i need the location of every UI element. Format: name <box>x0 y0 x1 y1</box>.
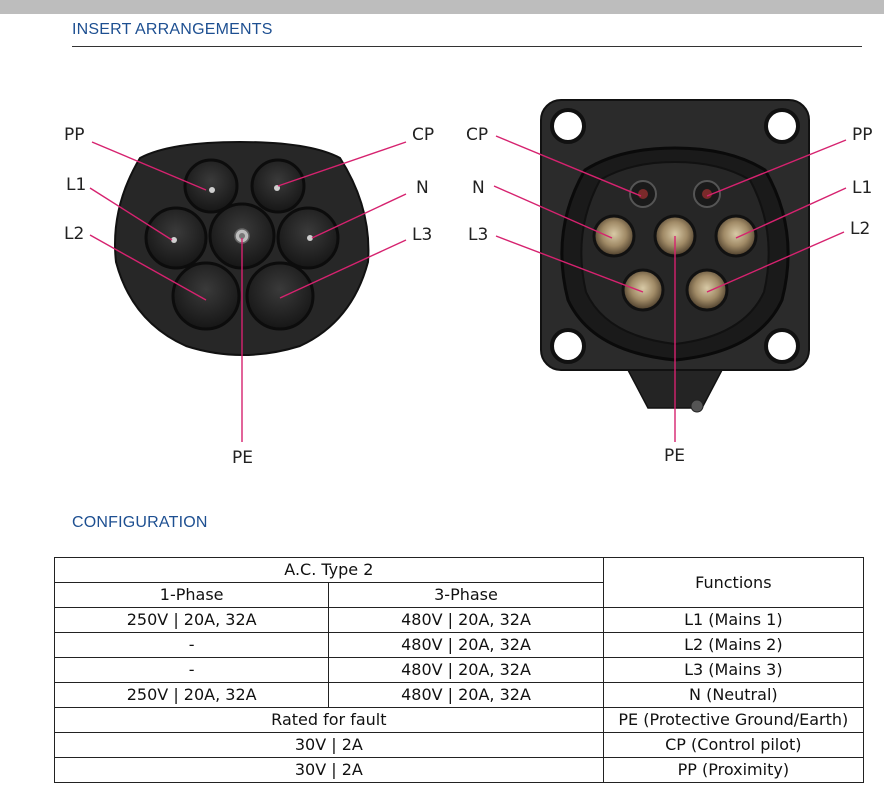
cell-function: L2 (Mains 2) <box>602 632 865 658</box>
cell-1-phase: 250V | 20A, 32A <box>53 682 330 708</box>
header-functions: Functions <box>602 557 865 608</box>
table-row: 30V | 2A PP (Proximity) <box>54 757 865 783</box>
top-banner <box>0 0 884 14</box>
configuration-title: CONFIGURATION <box>72 514 208 531</box>
cell-function: PP (Proximity) <box>602 757 865 783</box>
plug-label-n: N <box>416 178 429 198</box>
header-3-phase: 3-Phase <box>328 582 604 608</box>
socket-label-l1: L1 <box>852 178 872 198</box>
cell-1-phase: - <box>53 657 330 683</box>
cell-function: L1 (Mains 1) <box>602 607 865 633</box>
cell-function: N (Neutral) <box>602 682 865 708</box>
socket-label-cp: CP <box>466 125 488 145</box>
header-ac-type2: A.C. Type 2 <box>54 557 604 583</box>
table-row: Rated for fault PE (Protective Ground/Ea… <box>54 707 865 733</box>
table-row: 250V | 20A, 32A 480V | 20A, 32A L1 (Main… <box>53 607 865 633</box>
plug-label-pp: PP <box>64 125 85 145</box>
cell-function: PE (Protective Ground/Earth) <box>602 707 865 733</box>
plug-label-l2: L2 <box>64 224 84 244</box>
table-row: - 480V | 20A, 32A L3 (Mains 3) <box>53 657 865 683</box>
plug-label-pe: PE <box>232 448 253 468</box>
plug-l2-socket <box>171 261 241 331</box>
plug-l3-socket <box>245 261 315 331</box>
socket-mount-hole-tr <box>764 108 800 144</box>
plug-leader-lines <box>89 141 407 442</box>
insert-arrangements-diagram: PP CP L1 N L2 L3 PE CP PP N <box>64 99 873 468</box>
table-header-row: A.C. Type 2 Functions <box>54 557 865 608</box>
cell-1-phase: - <box>53 632 330 658</box>
configuration-table: A.C. Type 2 Functions 1-Phase 3-Phase 25… <box>53 557 865 783</box>
plug-label-l3: L3 <box>412 225 432 245</box>
cell-3-phase: 480V | 20A, 32A <box>328 657 604 683</box>
cell-1-phase: 250V | 20A, 32A <box>53 607 330 633</box>
table-row: - 480V | 20A, 32A L2 (Mains 2) <box>53 632 865 658</box>
header-1-phase: 1-Phase <box>53 582 330 608</box>
socket-label-pp: PP <box>852 125 873 145</box>
socket-leader-lines <box>493 135 847 442</box>
cell-3-phase: 480V | 20A, 32A <box>328 607 604 633</box>
socket-mount-hole-bl <box>550 328 586 364</box>
plug-label-l1: L1 <box>66 175 86 195</box>
title-rule <box>72 46 862 47</box>
cell-rating: Rated for fault <box>54 707 604 733</box>
socket-mount-hole-br <box>764 328 800 364</box>
socket-label-l2: L2 <box>850 219 870 239</box>
cell-3-phase: 480V | 20A, 32A <box>328 632 604 658</box>
table-subheader-row: 1-Phase 3-Phase <box>53 582 864 608</box>
cell-function: CP (Control pilot) <box>602 732 865 758</box>
cell-rating: 30V | 2A <box>54 757 604 783</box>
socket-label-pe: PE <box>664 446 685 466</box>
cell-rating: 30V | 2A <box>54 732 604 758</box>
table-row: 250V | 20A, 32A 480V | 20A, 32A N (Neutr… <box>53 682 865 708</box>
socket-label-l3: L3 <box>468 225 488 245</box>
socket-label-n: N <box>472 178 485 198</box>
table-row: 30V | 2A CP (Control pilot) <box>54 732 865 758</box>
insert-arrangements-title: INSERT ARRANGEMENTS <box>72 21 273 38</box>
cell-function: L3 (Mains 3) <box>602 657 865 683</box>
cell-3-phase: 480V | 20A, 32A <box>328 682 604 708</box>
socket-mount-hole-tl <box>550 108 586 144</box>
plug-pp-socket <box>183 158 239 214</box>
plug-label-cp: CP <box>412 125 434 145</box>
